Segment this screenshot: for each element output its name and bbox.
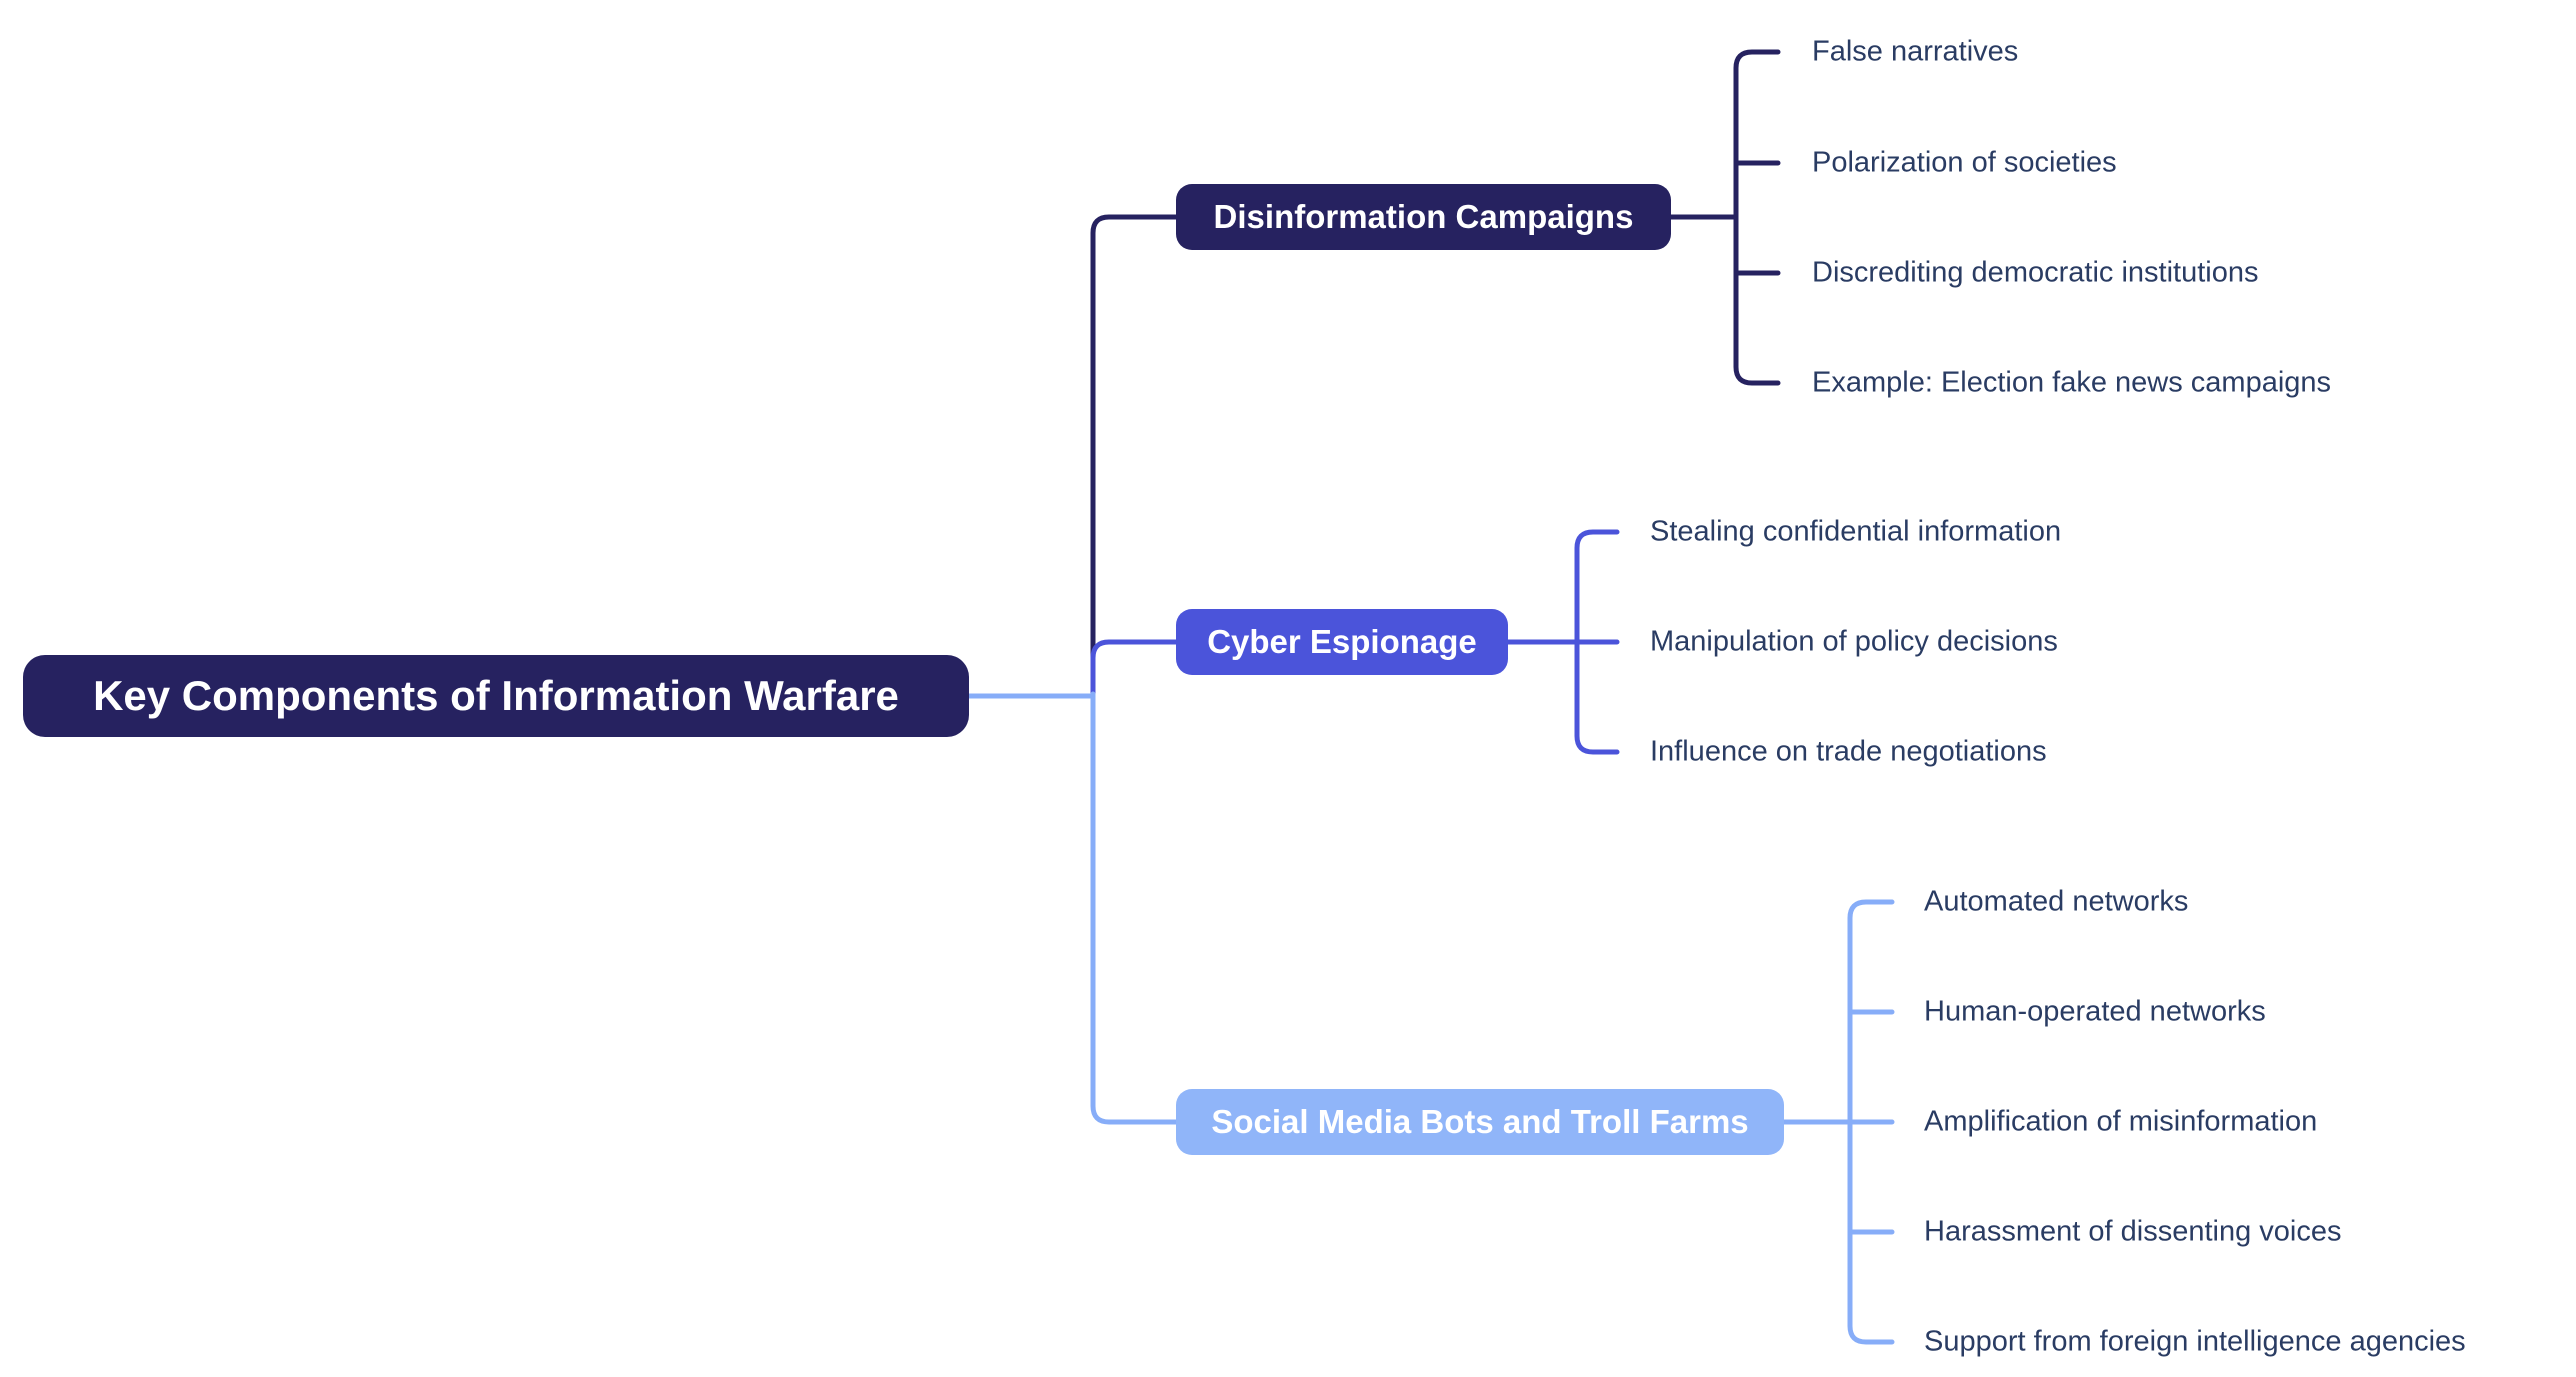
leaf-stealing-confidential-information[interactable]: Stealing confidential information (1650, 515, 2062, 548)
leaf-manipulation-of-policy-decisions[interactable]: Manipulation of policy decisions (1650, 625, 2058, 658)
leaf-false-narratives[interactable]: False narratives (1812, 35, 2019, 68)
leaf-influence-on-trade-negotiations[interactable]: Influence on trade negotiations (1650, 735, 2047, 768)
leaf-automated-networks[interactable]: Automated networks (1924, 885, 2189, 918)
trunk-disinformation-connector (1090, 214, 1179, 665)
branch-node-social-media-bots[interactable]: Social Media Bots and Troll Farms (1176, 1089, 1784, 1155)
social-children-spine (1847, 899, 1895, 1345)
leaf-example-election-fake-news[interactable]: Example: Election fake news campaigns (1812, 366, 2332, 399)
trunk-cyber-connector (1090, 639, 1179, 699)
leaf-discrediting-democratic-institutions[interactable]: Discrediting democratic institutions (1812, 256, 2259, 289)
branch-node-disinformation-campaigns[interactable]: Disinformation Campaigns (1176, 184, 1671, 250)
leaf-support-from-foreign-intelligence-agencies[interactable]: Support from foreign intelligence agenci… (1924, 1325, 2466, 1358)
leaf-polarization-of-societies[interactable]: Polarization of societies (1812, 146, 2117, 179)
trunk-social-connector (1090, 691, 1179, 1125)
cyber-children-spine (1574, 529, 1620, 755)
root-node[interactable]: Key Components of Information Warfare (23, 655, 969, 737)
disinformation-children-spine (1733, 49, 1781, 386)
leaf-harassment-of-dissenting-voices[interactable]: Harassment of dissenting voices (1924, 1215, 2342, 1248)
leaf-amplification-of-misinformation[interactable]: Amplification of misinformation (1924, 1105, 2318, 1138)
leaf-human-operated-networks[interactable]: Human-operated networks (1924, 995, 2266, 1028)
branch-node-cyber-espionage[interactable]: Cyber Espionage (1176, 609, 1508, 675)
